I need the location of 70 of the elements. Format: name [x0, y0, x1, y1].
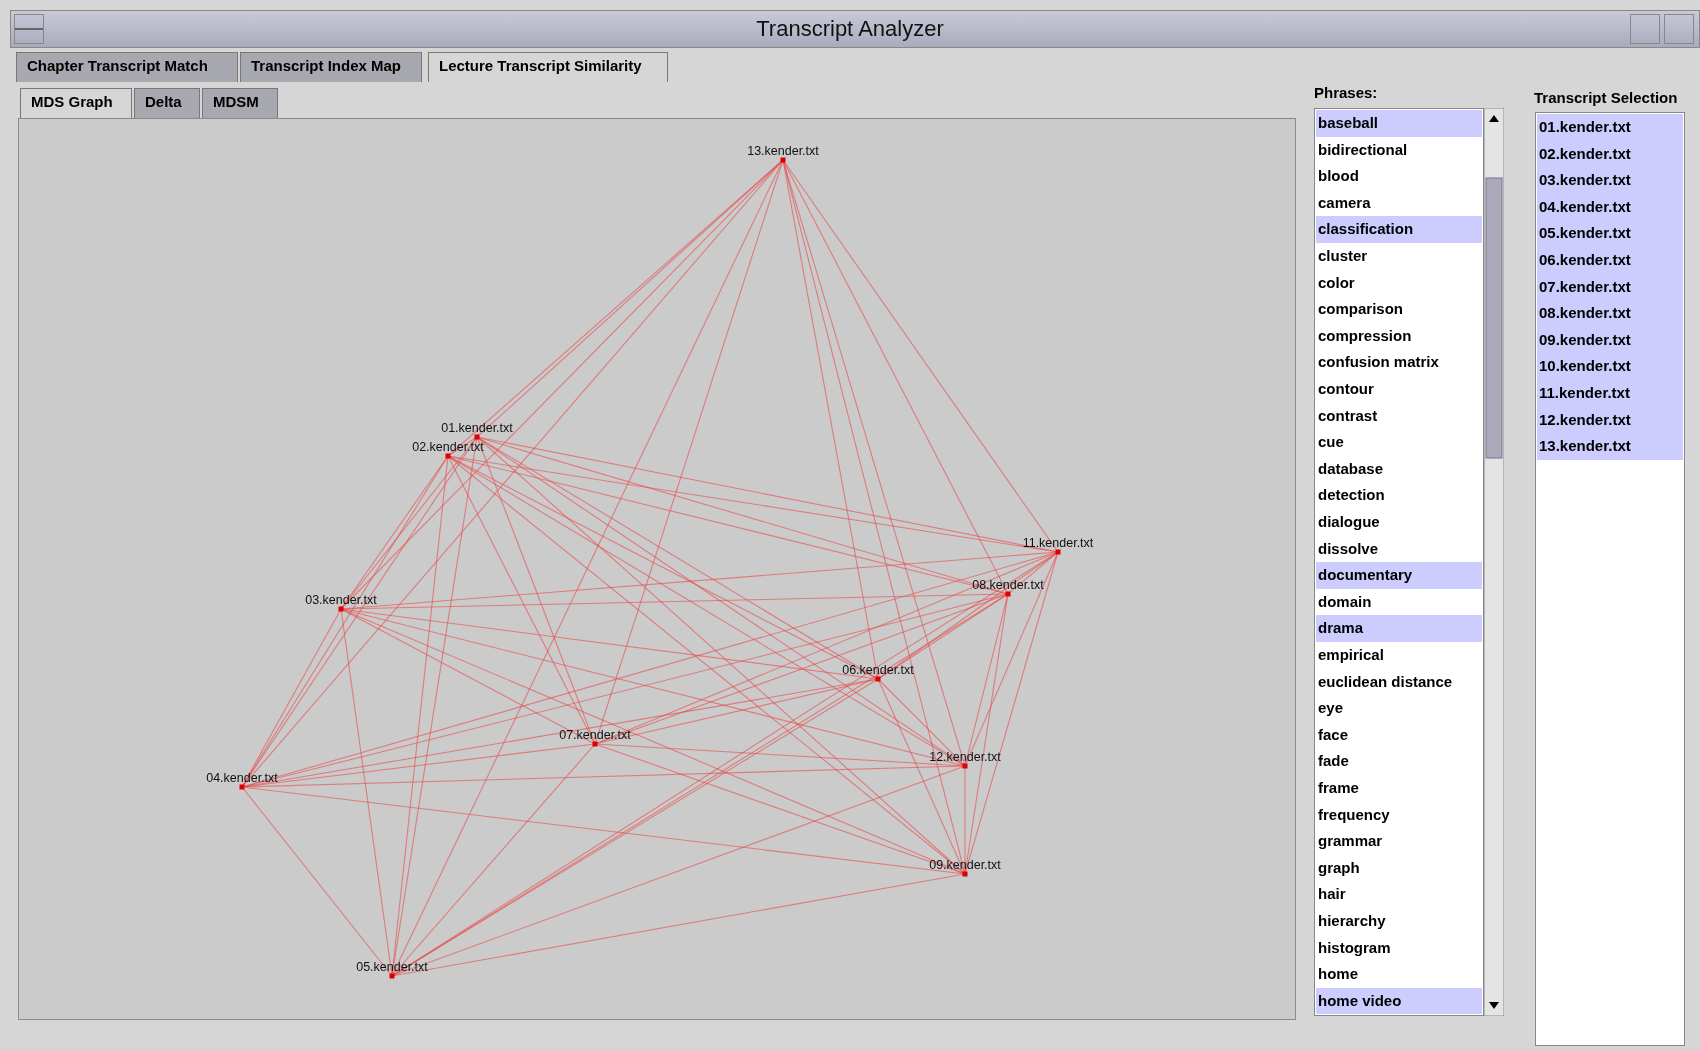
- tab: MDSM: [202, 88, 278, 118]
- list-item: euclidean distance: [1317, 671, 1454, 692]
- list-item: comparison: [1317, 299, 1405, 320]
- list-item: 04.kender.txt: [1537, 193, 1683, 221]
- list-item: contour: [1317, 379, 1375, 399]
- list-item: classification: [1316, 216, 1482, 243]
- list-item: home: [1317, 964, 1359, 985]
- tab: Transcript Index Map: [240, 52, 422, 82]
- connector-line: [877, 551, 1059, 680]
- list-item: 12.kender.txt: [1537, 406, 1683, 434]
- list-item: camera: [1317, 192, 1372, 213]
- node-label: 08.kender.txt: [971, 579, 1045, 592]
- list-item: grammar: [1317, 831, 1384, 852]
- list-item: 05.kender.txt: [1537, 220, 1683, 247]
- tab: Delta: [134, 88, 200, 118]
- list-item: blood: [1317, 166, 1360, 187]
- list-item: hair: [1317, 884, 1347, 905]
- node-label: 04.kender.txt: [205, 772, 279, 785]
- list-item: dialogue: [1317, 512, 1381, 532]
- list-item: database: [1317, 458, 1385, 479]
- list-item: histogram: [1317, 937, 1392, 958]
- list-item: compression: [1317, 325, 1413, 346]
- node-label: 09.kender.txt: [928, 859, 1002, 872]
- node-label: 13.kender.txt: [746, 145, 820, 158]
- node-label: 02.kender.txt: [411, 441, 485, 454]
- node-label: 06.kender.txt: [841, 664, 915, 677]
- list-item: 02.kender.txt: [1537, 140, 1683, 168]
- list-item: baseball: [1316, 110, 1482, 137]
- tab: Chapter Transcript Match: [16, 52, 238, 82]
- list-item: frame: [1317, 778, 1360, 798]
- panel-heading: Phrases:: [1314, 84, 1378, 101]
- list-item: domain: [1317, 591, 1373, 612]
- node-label: 07.kender.txt: [558, 729, 632, 742]
- list-item: 03.kender.txt: [1537, 167, 1683, 194]
- list-item: fade: [1317, 751, 1350, 772]
- window-title: Transcript Analyzer: [755, 16, 945, 42]
- list-item: documentary: [1316, 562, 1482, 589]
- node-label: 12.kender.txt: [928, 751, 1002, 764]
- list-item: confusion matrix: [1317, 352, 1440, 373]
- list-item: dissolve: [1317, 538, 1380, 559]
- list-item: 01.kender.txt: [1537, 114, 1683, 141]
- list-item: empirical: [1317, 645, 1385, 665]
- connector-line: [340, 455, 449, 610]
- list-item: 07.kender.txt: [1537, 273, 1683, 301]
- list-item: bidirectional: [1317, 139, 1409, 160]
- tab: MDS Graph: [20, 88, 132, 118]
- list-item: cluster: [1317, 246, 1369, 266]
- tab: Lecture Transcript Similarity: [428, 52, 668, 82]
- list-item: hierarchy: [1317, 911, 1387, 931]
- node-label: 11.kender.txt: [1021, 537, 1095, 550]
- list-item: 11.kender.txt: [1537, 380, 1683, 407]
- list-item: frequency: [1317, 804, 1391, 825]
- list-item: home video: [1316, 987, 1482, 1015]
- list-item: 13.kender.txt: [1537, 433, 1683, 460]
- list-item: 09.kender.txt: [1537, 326, 1683, 354]
- list-item: contrast: [1317, 405, 1379, 426]
- list-item: cue: [1317, 432, 1345, 453]
- node-label: 01.kender.txt: [440, 422, 514, 435]
- list-item: color: [1317, 272, 1356, 293]
- list-item: face: [1317, 724, 1350, 745]
- list-item: eye: [1317, 698, 1345, 719]
- connector-line: [391, 743, 596, 977]
- list-item: 10.kender.txt: [1537, 353, 1683, 380]
- list-item: 08.kender.txt: [1537, 300, 1683, 327]
- node-label: 03.kender.txt: [304, 594, 378, 607]
- list-item: graph: [1317, 857, 1361, 878]
- panel-heading: Transcript Selection: [1534, 89, 1678, 106]
- list-item: detection: [1317, 485, 1386, 506]
- list-item: 06.kender.txt: [1537, 247, 1683, 274]
- list-item: drama: [1316, 615, 1482, 642]
